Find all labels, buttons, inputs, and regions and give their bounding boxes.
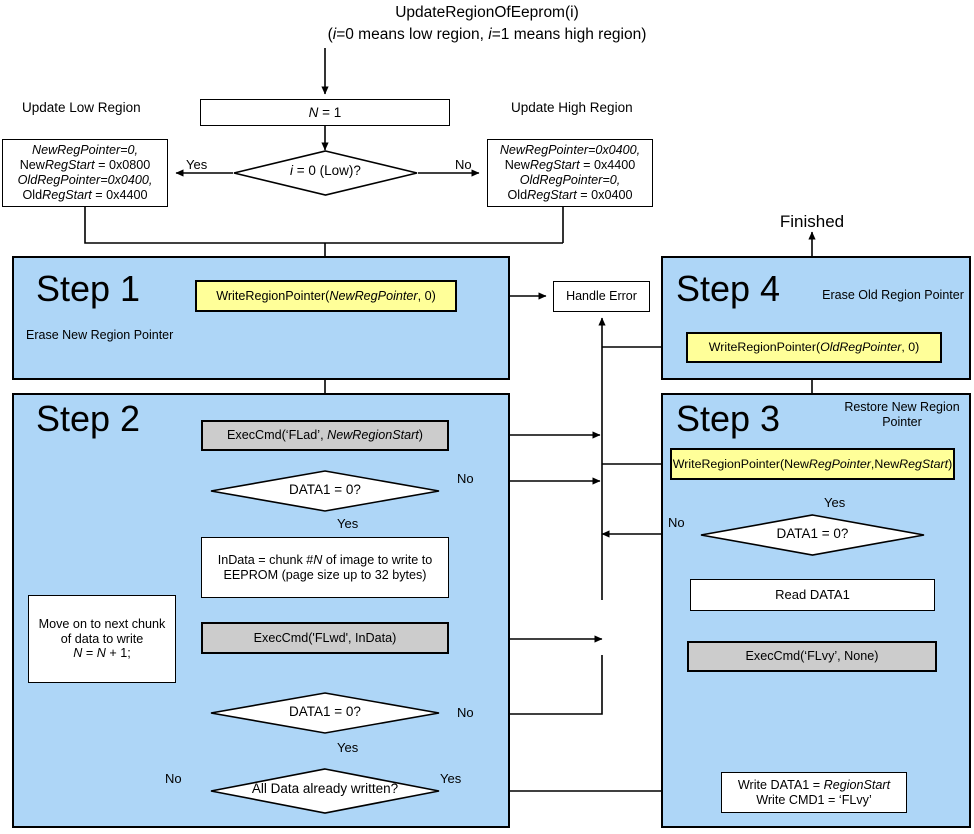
high-param-3: OldRegStart = 0x0400 <box>507 187 633 202</box>
decision-i-rest: = 0 (Low)? <box>293 163 361 178</box>
step3-write-cmd-box[interactable]: Write DATA1 = RegionStart Write CMD1 = ‘… <box>721 772 907 813</box>
step2-next-chunk-line-2: N = N + 1; <box>73 646 131 661</box>
step3-decision-label: DATA1 = 0? <box>776 526 849 541</box>
step2-decision-b-no: No <box>457 705 474 720</box>
init-n-rest: = 1 <box>318 104 342 120</box>
step3-subtitle-line-0: Restore New Region <box>844 400 960 414</box>
title-end: =1 means high region) <box>491 26 647 43</box>
step3-title: Step 3 <box>676 398 781 439</box>
step1-title: Step 1 <box>36 268 141 309</box>
step1-action-label: WriteRegionPointer(NewRegPointer, 0) <box>216 288 436 303</box>
step3-write-cmd-line-0: Write DATA1 = RegionStart <box>737 777 891 792</box>
low-param-3: OldRegStart = 0x4400 <box>22 187 148 202</box>
finished-label: Finished <box>779 212 845 231</box>
step2-exec-flad-label: ExecCmd(‘FLad’, NewRegionStart) <box>227 428 423 443</box>
step3-decision-data1[interactable]: DATA1 = 0? <box>700 514 925 556</box>
step1-panel <box>12 256 510 380</box>
decision-i-var: i <box>290 163 294 178</box>
caption-update-low-region: Update Low Region <box>22 100 141 115</box>
step3-exec-flvy[interactable]: ExecCmd(‘FLvy’, None) <box>687 641 937 672</box>
low-param-1: NewRegStart = 0x0800 <box>19 158 151 173</box>
step2-decision-c-label: All Data already written? <box>251 781 399 796</box>
step2-next-chunk-box[interactable]: Move on to next chunk of data to write N… <box>28 595 176 683</box>
step1-write-region-pointer[interactable]: WriteRegionPointer(NewRegPointer, 0) <box>195 280 457 312</box>
step1-subtitle: Erase New Region Pointer <box>26 328 174 342</box>
step2-decision-a-shape <box>210 470 440 512</box>
step2-panel <box>12 393 510 828</box>
title-line-1: UpdateRegionOfEeprom(i) <box>395 4 579 21</box>
init-n-text: N = 1 <box>309 105 342 121</box>
step2-indata-box[interactable]: InData = chunk #N of image to write to E… <box>201 537 449 598</box>
step2-decision-a-yes: Yes <box>337 516 359 531</box>
step3-decision-shape <box>700 514 925 556</box>
decision-i-equals-0[interactable]: i = 0 (Low)? <box>233 150 418 196</box>
title-line-2: (i=0 means low region, i=1 means high re… <box>0 26 974 44</box>
high-param-1: NewRegStart = 0x4400 <box>504 158 636 173</box>
step2-decision-c-shape <box>210 768 440 814</box>
step2-next-chunk-line-0: Move on to next chunk <box>38 616 166 631</box>
step3-subtitle-line-1: Pointer <box>882 415 922 429</box>
decision-i-label: i = 0 (Low)? <box>233 163 418 178</box>
low-param-0: NewRegPointer=0, <box>31 143 139 158</box>
step3-write-cmd-line-1: Write CMD1 = ‘FLvy’ <box>756 792 872 807</box>
init-n-var: N <box>308 104 319 120</box>
handle-error-box[interactable]: Handle Error <box>553 281 650 312</box>
step2-decision-c-yes: Yes <box>440 771 462 786</box>
low-param-2: OldRegPointer=0x0400, <box>17 173 153 187</box>
label-yes-low: Yes <box>186 157 208 172</box>
step2-decision-data1-b[interactable]: DATA1 = 0? <box>210 692 440 734</box>
step4-write-region-pointer[interactable]: WriteRegionPointer(OldRegPointer, 0) <box>686 332 942 363</box>
step2-decision-all-written[interactable]: All Data already written? <box>210 768 440 814</box>
handle-error-label: Handle Error <box>566 289 637 304</box>
title-mid: =0 means low region, <box>336 26 489 43</box>
step3-exec-flvy-label: ExecCmd(‘FLvy’, None) <box>745 649 879 664</box>
step3-read-data1-box[interactable]: Read DATA1 <box>690 579 935 611</box>
step2-decision-b-yes: Yes <box>337 740 359 755</box>
step2-decision-data1-a[interactable]: DATA1 = 0? <box>210 470 440 512</box>
step2-next-chunk-line-1: of data to write <box>60 631 144 646</box>
init-n-box[interactable]: N = 1 <box>200 99 450 126</box>
step3-decision-yes: Yes <box>824 495 846 510</box>
step3-write-region-pointer[interactable]: WriteRegionPointer(NewRegPointer,NewRegS… <box>670 448 955 480</box>
step2-exec-flad[interactable]: ExecCmd(‘FLad’, NewRegionStart) <box>201 420 449 451</box>
step3-read-data1-label: Read DATA1 <box>775 587 850 603</box>
title-var-i-1: i <box>332 26 337 43</box>
step2-decision-b-label: DATA1 = 0? <box>289 704 361 719</box>
step2-decision-b-shape <box>210 692 440 734</box>
step3-action-label: WriteRegionPointer(NewRegPointer,NewRegS… <box>672 456 953 471</box>
decision-i-shape <box>233 150 418 196</box>
high-param-0: NewRegPointer=0x0400, <box>499 143 641 158</box>
step2-decision-a-label: DATA1 = 0? <box>289 482 361 497</box>
step4-subtitle: Erase Old Region Pointer <box>822 288 964 302</box>
step2-decision-a-no: No <box>457 471 474 486</box>
step4-title: Step 4 <box>676 268 781 309</box>
step2-indata-line-0: InData = chunk #N of image to write to <box>217 552 433 567</box>
high-param-2: OldRegPointer=0, <box>519 173 621 187</box>
step2-indata-line-1: EEPROM (page size up to 32 bytes) <box>223 567 427 582</box>
caption-update-high-region: Update High Region <box>511 100 633 115</box>
step2-title: Step 2 <box>36 398 141 439</box>
step4-action-label: WriteRegionPointer(OldRegPointer, 0) <box>708 340 920 355</box>
step2-decision-c-no: No <box>165 771 182 786</box>
step2-exec-flwd[interactable]: ExecCmd('FLwd', InData) <box>201 622 449 654</box>
step3-subtitle: Restore New Region Pointer <box>838 400 966 430</box>
step3-decision-no: No <box>668 515 685 530</box>
title-paren-open: ( <box>327 26 333 43</box>
title-var-i-2: i <box>488 26 492 43</box>
high-region-params-box[interactable]: NewRegPointer=0x0400, NewRegStart = 0x44… <box>487 139 653 207</box>
low-region-params-box[interactable]: NewRegPointer=0, NewRegStart = 0x0800 Ol… <box>2 139 168 207</box>
label-no-high: No <box>455 157 472 172</box>
step2-exec-flwd-label: ExecCmd('FLwd', InData) <box>253 630 397 645</box>
page-title: UpdateRegionOfEeprom(i) (i=0 means low r… <box>0 4 974 44</box>
